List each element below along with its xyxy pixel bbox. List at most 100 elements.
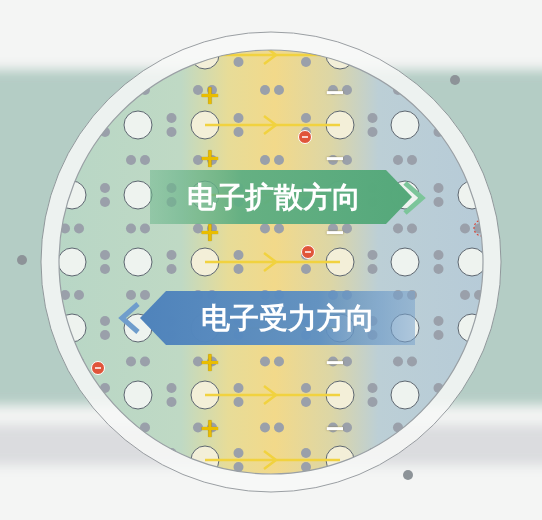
- bond-electron: [7, 357, 17, 367]
- banner-text: 电子扩散方向: [187, 183, 361, 212]
- bond-electron: [500, 113, 510, 123]
- bond-electron: [342, 488, 352, 498]
- atom: [0, 381, 19, 409]
- atom: [326, 511, 354, 520]
- atom: [391, 0, 419, 4]
- bond-electron: [474, 357, 484, 367]
- bond-electron: [393, 224, 403, 234]
- atom: [124, 248, 152, 276]
- bond-electron: [0, 85, 3, 95]
- atom: [458, 111, 486, 139]
- bond-electron: [407, 357, 417, 367]
- bond-electron: [368, 127, 378, 137]
- bond-electron: [460, 85, 470, 95]
- atom: [58, 511, 86, 520]
- bond-electron: [74, 423, 84, 433]
- bond-electron: [274, 18, 284, 28]
- atom: [391, 381, 419, 409]
- bond-electron: [460, 155, 470, 165]
- charge-sign: −: [324, 145, 346, 171]
- bond-electron: [301, 264, 311, 274]
- bond-electron: [328, 18, 338, 28]
- atom: [0, 446, 19, 474]
- atom: [391, 111, 419, 139]
- bond-electron: [234, 264, 244, 274]
- atom: [124, 381, 152, 409]
- bond-electron: [260, 423, 270, 433]
- bond-electron: [540, 290, 542, 300]
- bond-electron: [0, 357, 3, 367]
- bond-electron: [0, 224, 3, 234]
- free-electron: [302, 246, 315, 259]
- bond-electron: [126, 488, 136, 498]
- bond-electron: [500, 383, 510, 393]
- bond-electron: [167, 264, 177, 274]
- bond-electron: [167, 462, 177, 472]
- bond-electron: [207, 18, 217, 28]
- atom: [58, 181, 86, 209]
- bond-electron: [301, 383, 311, 393]
- bond-electron: [74, 224, 84, 234]
- bond-electron: [474, 290, 484, 300]
- bond-electron: [500, 0, 510, 2]
- bond-electron: [167, 57, 177, 67]
- atom: [58, 0, 86, 4]
- atom: [391, 41, 419, 69]
- bond-electron: [460, 357, 470, 367]
- atom: [0, 181, 19, 209]
- hole: [474, 220, 490, 236]
- bond-electron: [167, 43, 177, 53]
- bond-electron: [407, 18, 417, 28]
- bond-electron: [540, 18, 542, 28]
- bond-electron: [140, 155, 150, 165]
- bond-electron: [234, 0, 244, 2]
- bond-electron: [0, 155, 3, 165]
- bond-electron: [234, 57, 244, 67]
- bond-electron: [500, 250, 510, 260]
- atom: [524, 0, 542, 4]
- bond-electron: [34, 448, 44, 458]
- bond-electron: [7, 155, 17, 165]
- bond-electron: [434, 462, 444, 472]
- atom: [58, 381, 86, 409]
- field-arrow: [205, 116, 340, 134]
- atom: [58, 314, 86, 342]
- bond-electron: [140, 18, 150, 28]
- atom: [458, 446, 486, 474]
- bond-electron: [34, 513, 44, 520]
- bond-electron: [34, 57, 44, 67]
- bond-electron: [526, 155, 536, 165]
- bond-electron: [34, 43, 44, 53]
- atom: [124, 0, 152, 4]
- atom: [124, 511, 152, 520]
- bond-electron: [234, 383, 244, 393]
- bond-electron: [301, 113, 311, 123]
- bond-electron: [540, 85, 542, 95]
- free-electron: [41, 284, 54, 297]
- bond-electron: [74, 290, 84, 300]
- bond-electron: [500, 397, 510, 407]
- bond-electron: [167, 127, 177, 137]
- free-electron: [299, 131, 312, 144]
- atom: [391, 446, 419, 474]
- bond-electron: [526, 423, 536, 433]
- charge-sign: +: [199, 415, 221, 441]
- bond-electron: [100, 513, 110, 520]
- bond-electron: [100, 264, 110, 274]
- bond-electron: [260, 488, 270, 498]
- direction-banner: 电子扩散方向: [150, 170, 412, 224]
- bond-electron: [500, 197, 510, 207]
- bond-electron: [0, 18, 3, 28]
- charge-sign: −: [324, 415, 346, 441]
- bond-electron: [100, 448, 110, 458]
- atom: [524, 41, 542, 69]
- atom: [124, 111, 152, 139]
- bond-electron: [328, 488, 338, 498]
- bond-electron: [368, 57, 378, 67]
- bond-electron: [60, 155, 70, 165]
- bond-electron: [434, 397, 444, 407]
- bond-electron: [260, 18, 270, 28]
- banner-text: 电子受力方向: [201, 304, 375, 333]
- bond-electron: [540, 357, 542, 367]
- atom: [58, 41, 86, 69]
